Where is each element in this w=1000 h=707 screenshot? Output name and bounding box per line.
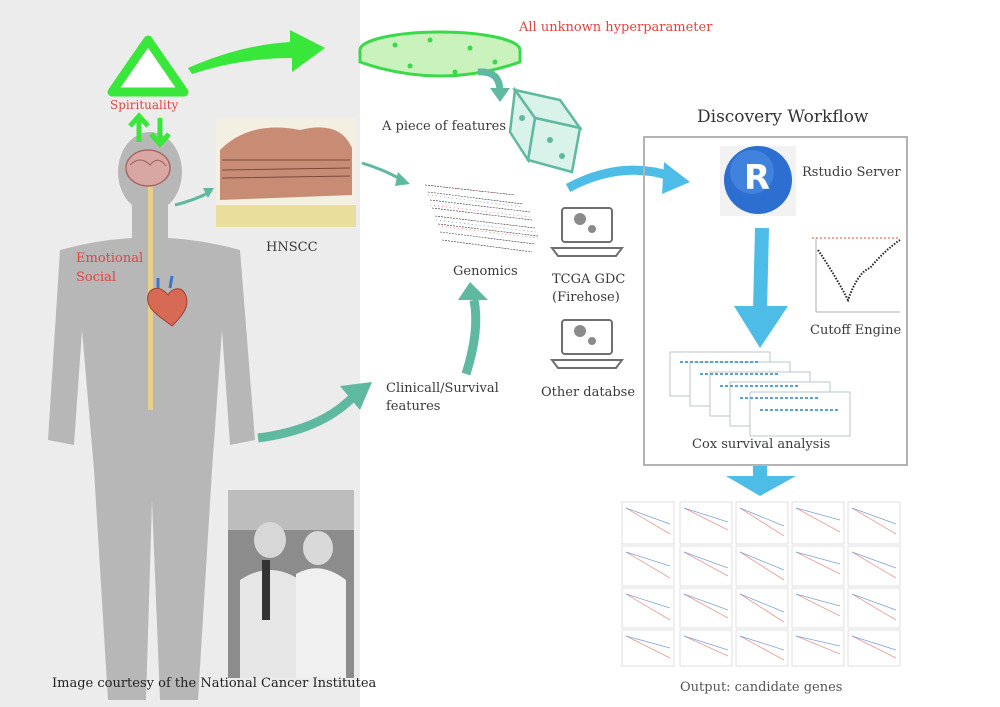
hnscc-tissue-image <box>216 118 356 228</box>
dice-icon <box>508 86 583 174</box>
arrow-tissue-to-genomics <box>361 161 403 182</box>
genomics-sequence-image <box>424 184 539 253</box>
discovery-workflow-box <box>643 136 908 466</box>
arrow-brain-to-tissue <box>174 190 211 207</box>
label-social: Social <box>76 270 117 285</box>
laptop-gear-icon-other <box>550 319 624 369</box>
arrow-clinical-to-genomics <box>461 299 481 376</box>
label-discovery-workflow: Discovery Workflow <box>697 107 869 127</box>
triangle-icon <box>107 35 189 97</box>
updown-arrows-icon <box>128 112 171 148</box>
arrow-data-to-workflow <box>565 165 672 192</box>
gear-icon-other <box>574 325 596 345</box>
label-spirituality: Spirituality <box>110 98 179 112</box>
label-other-database: Other databse <box>541 385 636 400</box>
r-logo-icon <box>720 146 796 216</box>
arrow-body-to-clinical <box>257 394 356 443</box>
cox-table-stack <box>669 351 851 437</box>
brain-icon <box>125 149 171 187</box>
label-image-credit: Image courtesy of the National Cancer In… <box>52 676 377 691</box>
km-plot-grid <box>621 501 901 667</box>
label-firehose: (Firehose) <box>552 290 620 305</box>
laptop-gear-icon-tcga <box>550 207 624 257</box>
label-unknown-hyperparameter: All unknown hyperparameter <box>519 20 713 35</box>
label-genomics: Genomics <box>453 264 518 279</box>
label-cutoff-engine: Cutoff Engine <box>810 323 902 338</box>
arrow-r-to-cox <box>753 227 769 311</box>
label-features: features <box>386 399 441 414</box>
label-hnscc: HNSCC <box>266 240 318 255</box>
historic-photo <box>228 490 354 678</box>
label-piece-of-features: A piece of features <box>382 119 507 134</box>
label-cox-survival: Cox survival analysis <box>692 437 831 452</box>
r-logo-letter: R <box>743 158 771 198</box>
cheese-icon <box>358 30 522 78</box>
heart-icon <box>147 275 188 327</box>
label-emotional: Emotional <box>76 251 144 266</box>
cutoff-plot-image <box>806 236 902 320</box>
arrow-spirituality-to-hyperparameter <box>188 30 325 74</box>
label-output: Output: candidate genes <box>680 680 843 695</box>
label-rstudio-server: Rstudio Server <box>802 165 901 180</box>
label-tcga: TCGA GDC <box>552 272 626 287</box>
label-clinical: Clinicall/Survival <box>386 381 499 396</box>
gear-icon-tcga <box>574 213 596 233</box>
